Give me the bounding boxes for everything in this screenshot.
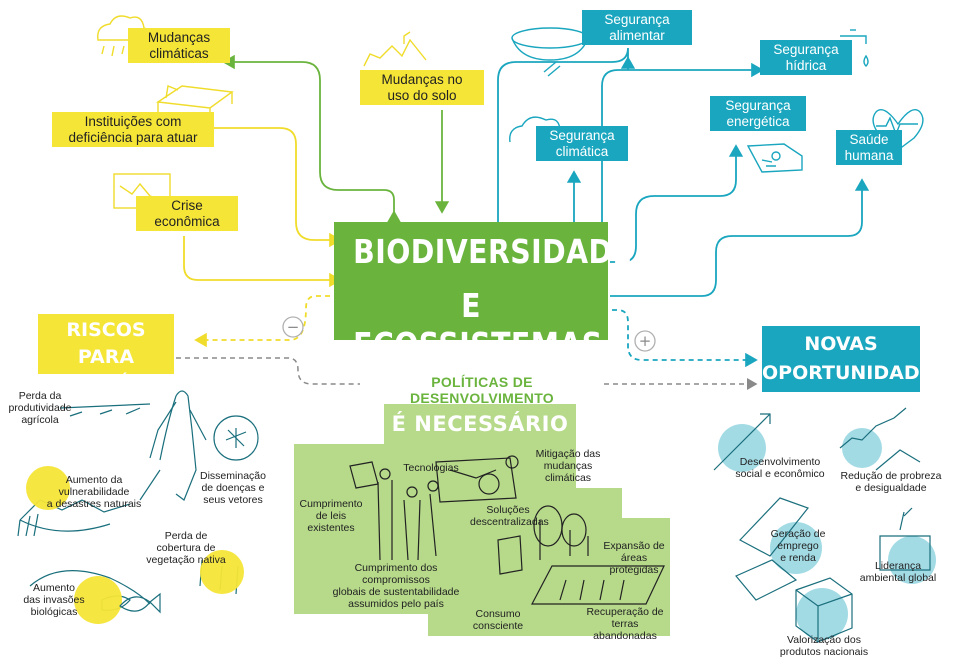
arrow-seg-energetica (610, 144, 744, 263)
nec-consumo: Consumo consciente (472, 608, 524, 633)
opp-dot-emprego (770, 522, 822, 574)
seg-energetica: Segurança energética (710, 96, 806, 132)
cloud-icon (509, 116, 561, 143)
necessario-title: É NECESSÁRIO (384, 404, 576, 444)
arrow-saude (610, 178, 870, 297)
bowl-icon (511, 27, 589, 77)
city-skyline-icon (363, 31, 427, 67)
seg-hidrica: Segurança hídrica (760, 40, 852, 76)
necessario-illustrations (349, 455, 665, 605)
risk-dot-cobertura (200, 550, 244, 594)
opp-pobreza: Redução de probreza e desigualdade (840, 470, 942, 495)
arrow-mudancas-climaticas (222, 54, 402, 223)
opp-dot-produtos (796, 588, 848, 640)
driver-mudancas-climaticas: Mudanças climáticas (128, 28, 230, 64)
minus-circle (282, 316, 304, 338)
center-box: BIODIVERSIDADE E ECOSSISTEMAS (334, 222, 633, 364)
nec-mitigacao: Mitigação das mudanças climáticas (535, 448, 601, 485)
arrow-oportunidades (612, 309, 758, 368)
driver-uso-do-solo: Mudanças no uso do solo (360, 70, 484, 106)
nec-cumprimento-leis: Cumprimento de leis existentes (299, 498, 363, 535)
opp-dot-lideranca (888, 536, 936, 584)
fish-icon (119, 592, 161, 614)
risk-produtividade: Perda da produtividade agrícola (8, 390, 72, 427)
arrow-seg-hidrica (601, 62, 764, 222)
opp-emprego: Geração de emprego e renda (770, 528, 826, 565)
risk-cobertura: Perda de cobertura de vegetação nativa (146, 530, 226, 567)
plus-sign: + (639, 332, 652, 350)
opp-dot-pobreza (842, 428, 882, 468)
risk-doencas: Disseminação de doenças e seus vetores (200, 470, 266, 507)
opp-lideranca: Liderança ambiental global (859, 560, 937, 585)
opp-desenvolvimento: Desenvolvimento social e econômico (735, 456, 825, 481)
opportunity-illustrations (713, 407, 931, 643)
oportunidades-title: NOVAS OPORTUNIDADES (762, 326, 946, 392)
nec-expansao: Expansão de áreas protegidas (603, 540, 665, 577)
driver-crise-economica: Crise econômica (136, 196, 238, 232)
plug-icon (746, 143, 803, 173)
risk-dot-vulnerability (26, 466, 70, 510)
risk-invasoes: Aumento das invasões biológicas (23, 582, 85, 619)
driver-instituicoes: Instituições com deficiência para atuar (52, 112, 214, 148)
arrow-seg-alimentar (497, 47, 629, 222)
opp-dot-desenvolvimento (718, 424, 766, 472)
saude-humana: Saúde humana (836, 130, 902, 166)
nec-compromissos: Cumprimento dos compromissos globais de … (332, 562, 460, 611)
center-title-line1: BIODIVERSIDADE (353, 232, 633, 271)
plus-circle (634, 330, 656, 352)
mosquito-icon (225, 428, 247, 448)
risk-dot-invasoes (74, 576, 122, 624)
risk-vulnerabilidade: Aumento da vulnerabilidade a desastres n… (46, 474, 142, 511)
arrow-crise (183, 236, 342, 288)
nec-solucoes: Soluções descentralizadas (470, 504, 549, 529)
riscos-title: RISCOS PARA O PAÍS (38, 314, 174, 395)
nec-tecnologias: Tecnologias (403, 462, 459, 474)
necessario-panel (294, 444, 670, 636)
center-title-line2: E ECOSSISTEMAS (353, 286, 603, 364)
minus-sign: − (287, 318, 300, 336)
arrow-politicas (158, 357, 756, 384)
arrow-riscos (194, 295, 330, 348)
nec-recuperacao: Recuperação de terras abandonadas (586, 606, 664, 643)
seg-climatica: Segurança climática (536, 126, 628, 162)
water-tap-icon (840, 29, 869, 67)
politicas-label: POLÍTICAS DE DESENVOLVIMENTO (360, 374, 604, 406)
opp-produtos: Valorização dos produtos nacionais (779, 634, 869, 659)
seg-alimentar: Segurança alimentar (582, 10, 692, 46)
